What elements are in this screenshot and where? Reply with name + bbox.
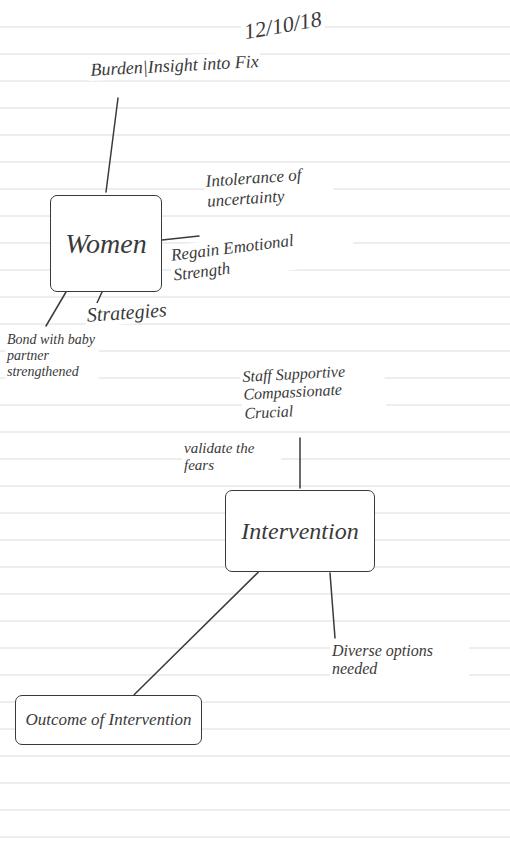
outcome-box: Outcome of Intervention — [15, 695, 202, 745]
branch-label: Strategies — [84, 298, 169, 327]
leader-line — [106, 98, 118, 192]
branch-label: Regain Emotional Strength — [168, 224, 355, 285]
leader-line — [97, 292, 102, 303]
branch-label: Bond with baby partner strengthened — [5, 332, 99, 380]
leader-line — [162, 236, 199, 240]
topic-box: Women — [50, 195, 162, 292]
node-text: Women — [65, 228, 146, 260]
node-text: Outcome of Intervention — [25, 710, 191, 730]
topic-box: Intervention — [225, 490, 375, 572]
connector-line — [134, 572, 259, 695]
branch-label: Intolerance of uncertainty — [203, 163, 334, 211]
node-text: Intervention — [241, 518, 358, 545]
branch-label: Staff Supportive Compassionate Crucial — [240, 360, 387, 423]
leader-line — [299, 438, 301, 488]
branch-label: Diverse options needed — [330, 642, 469, 679]
date-note: 12/10/18 — [240, 6, 325, 45]
leader-line — [330, 573, 335, 638]
note-text: Burden|Insight into Fix — [88, 51, 261, 81]
branch-label: validate the fears — [182, 440, 281, 475]
leader-line — [46, 292, 66, 326]
